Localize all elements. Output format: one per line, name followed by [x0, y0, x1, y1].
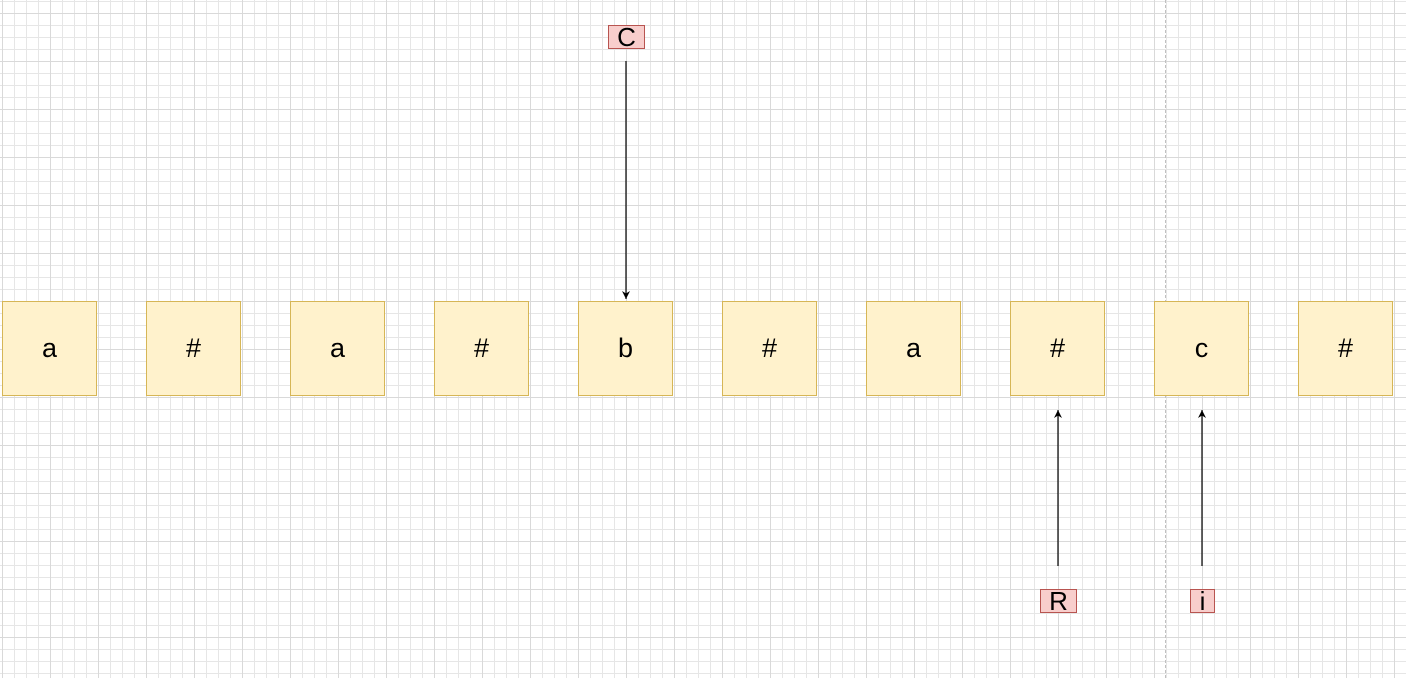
- array-cell-5[interactable]: #: [722, 301, 817, 396]
- array-cell-0[interactable]: a: [2, 301, 97, 396]
- array-cell-9[interactable]: #: [1298, 301, 1393, 396]
- array-cell-7[interactable]: #: [1010, 301, 1105, 396]
- pointer-label-c[interactable]: C: [608, 24, 645, 50]
- array-cell-6[interactable]: a: [866, 301, 961, 396]
- array-cell-1[interactable]: #: [146, 301, 241, 396]
- array-cell-2[interactable]: a: [290, 301, 385, 396]
- array-cell-4[interactable]: b: [578, 301, 673, 396]
- pointer-label-i[interactable]: i: [1190, 588, 1215, 614]
- array-cell-3[interactable]: #: [434, 301, 529, 396]
- pointer-label-r[interactable]: R: [1040, 588, 1077, 614]
- array-cell-8[interactable]: c: [1154, 301, 1249, 396]
